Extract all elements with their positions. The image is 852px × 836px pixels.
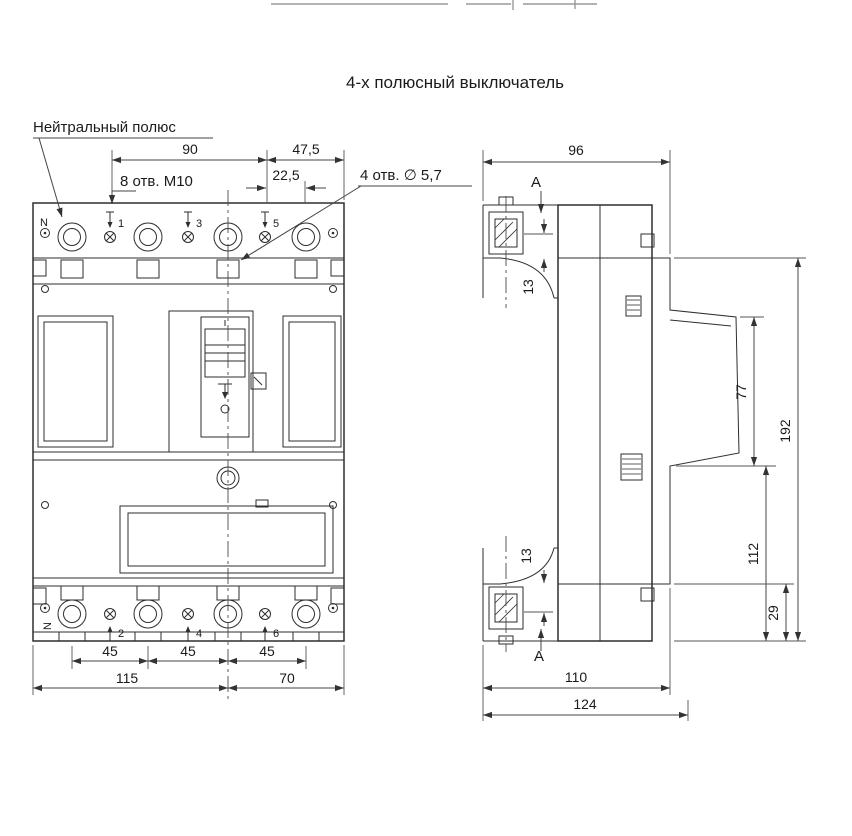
terminal-clamp-bottom — [482, 536, 558, 652]
pole-label-5: 5 — [273, 218, 279, 230]
terminal-clamp-top — [482, 196, 558, 308]
dim-70: 70 — [279, 670, 295, 686]
side-view: 96 А 13 13 А 77 112 — [482, 142, 806, 721]
dim-13-top: 13 — [520, 279, 536, 295]
top-edge-artifact — [271, 0, 597, 10]
front-cover-windows — [37, 315, 342, 448]
section-a-bottom-label: А — [534, 648, 544, 665]
dim-29: 29 — [765, 605, 781, 621]
front-dimensions: Нейтральный полюс 90 47,5 8 отв. М10 22,… — [32, 119, 472, 695]
terminals-top: N 1 3 5 — [40, 211, 338, 252]
pole-label-n-top: N — [40, 217, 48, 229]
neutral-pole-label: Нейтральный полюс — [33, 119, 176, 136]
housing-screws — [41, 285, 337, 509]
dim-45-a: 45 — [102, 643, 118, 659]
pin-mark-icon — [106, 626, 269, 642]
dim-13-bottom: 13 — [518, 548, 534, 564]
section-a-top-label: А — [531, 174, 541, 191]
front-view-outline — [32, 202, 345, 642]
pole-label-3: 3 — [196, 218, 202, 230]
dim-115: 115 — [116, 670, 139, 686]
pole-label-6: 6 — [273, 628, 279, 640]
dim-110: 110 — [565, 669, 588, 685]
rating-plate — [119, 499, 334, 574]
dim-77: 77 — [733, 384, 749, 400]
pole-label-n-bottom: N — [42, 622, 54, 630]
dim-22-5: 22,5 — [272, 167, 299, 183]
pin-mark-icon — [106, 211, 269, 228]
vent-slots — [620, 295, 643, 481]
side-dimensions: 96 А 13 13 А 77 112 — [482, 142, 806, 721]
dim-90: 90 — [182, 141, 198, 157]
side-view-outline — [557, 204, 740, 642]
dim-124: 124 — [573, 696, 597, 712]
dim-112: 112 — [745, 543, 761, 566]
front-view: N 1 3 5 — [32, 119, 472, 699]
holes-5-7-label: 4 отв. ∅ 5,7 — [360, 167, 442, 184]
dim-47-5: 47,5 — [292, 141, 319, 157]
pole-label-4: 4 — [196, 628, 202, 640]
handle-mechanism — [168, 310, 267, 453]
holes-m10-label: 8 отв. М10 — [120, 173, 193, 190]
dim-96: 96 — [568, 142, 584, 158]
dim-45-b: 45 — [180, 643, 196, 659]
pole-label-2: 2 — [118, 628, 124, 640]
dim-192: 192 — [777, 419, 793, 443]
pole-label-1: 1 — [118, 218, 124, 230]
drawing-title: 4-х полюсный выключатель — [346, 73, 564, 92]
dim-45-c: 45 — [259, 643, 275, 659]
